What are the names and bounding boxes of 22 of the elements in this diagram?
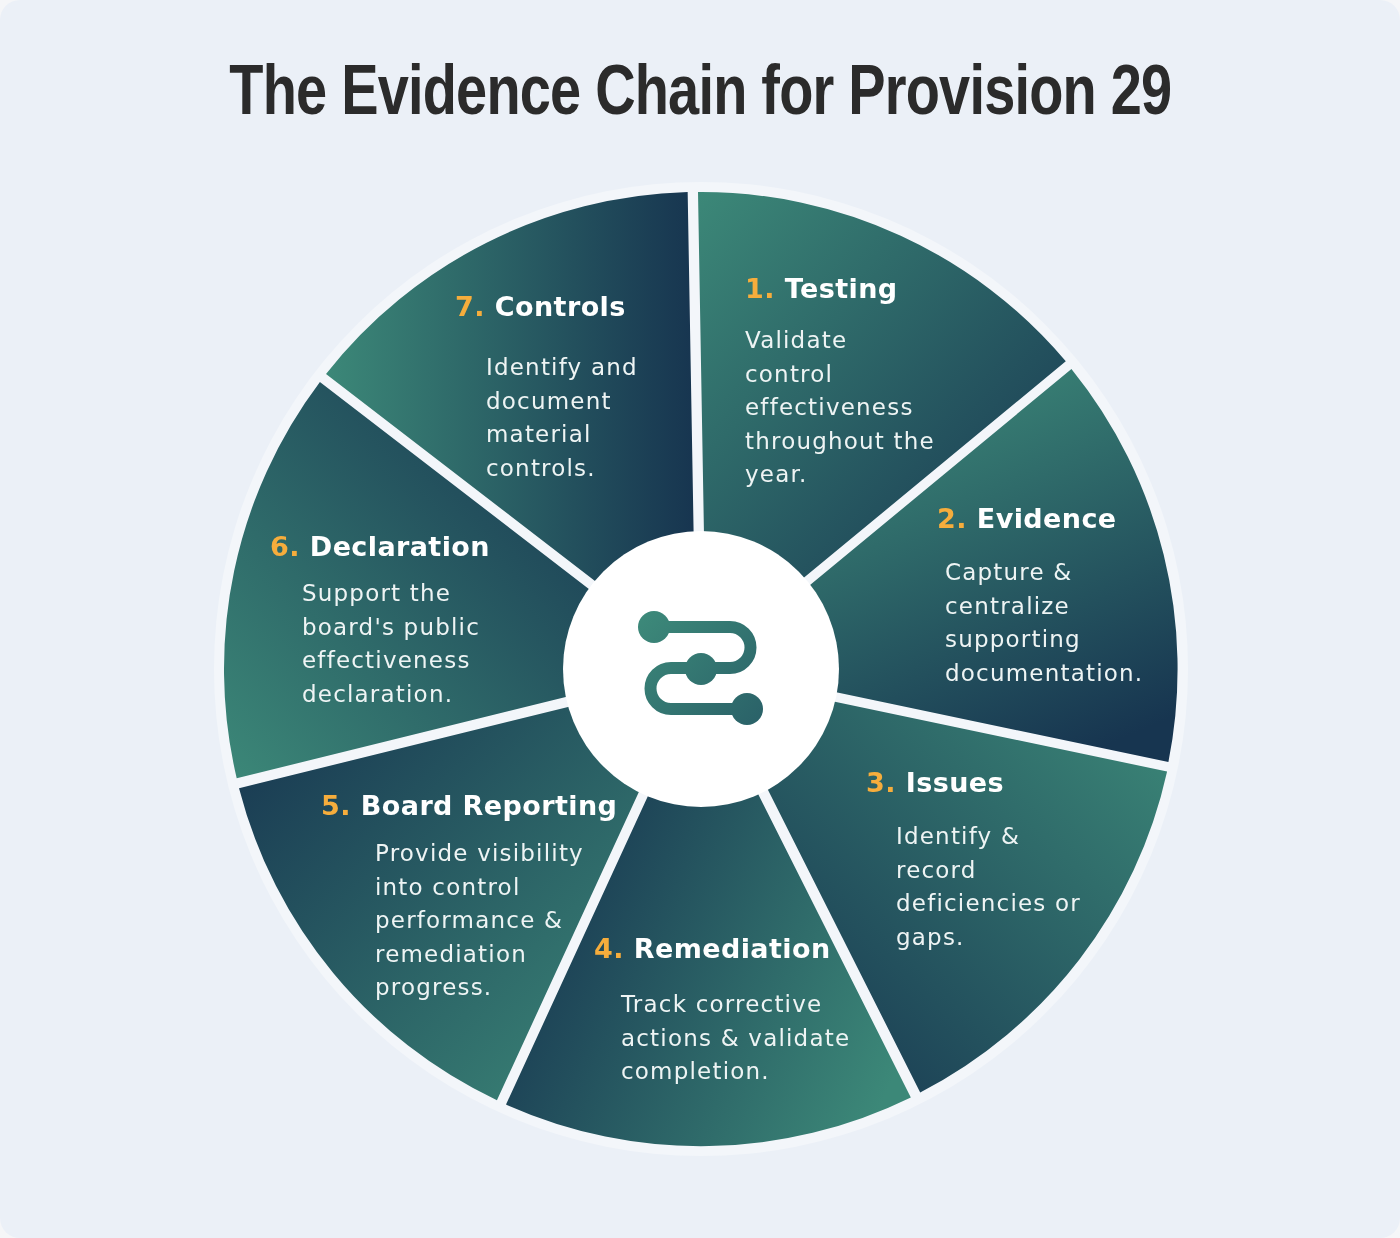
step-number: 4. — [594, 932, 624, 966]
title: The Evidence Chain for Provision 29 — [229, 55, 1171, 125]
step-number: 6. — [270, 530, 300, 564]
step-description: Provide visibility into control performance & remediation progress. — [375, 839, 585, 1003]
step-title: Testing — [784, 272, 898, 306]
step-number: 5. — [321, 789, 351, 823]
step-title: Evidence — [976, 502, 1117, 536]
step-description: Capture & centralize supporting documentation. — [945, 558, 1145, 688]
step-description: Identify and document material controls. — [486, 353, 639, 483]
step-number: 3. — [866, 766, 896, 800]
step-description: Support the board's public effectiveness declaration. — [302, 579, 482, 709]
step-number: 7. — [455, 290, 485, 324]
step-title: Controls — [494, 290, 626, 324]
step-title: Remediation — [633, 932, 831, 966]
step-title: Board Reporting — [360, 789, 618, 823]
step-description: Track corrective actions & validate completion. — [621, 990, 852, 1087]
step-number: 1. — [745, 272, 775, 306]
step-description: Identify & record deficiencies or gaps. — [896, 822, 1082, 952]
step-description: Validate control effectiveness throughout the year. — [745, 326, 936, 490]
step-title: Issues — [905, 766, 1005, 800]
step-number: 2. — [937, 502, 967, 536]
step-title: Declaration — [309, 530, 490, 564]
